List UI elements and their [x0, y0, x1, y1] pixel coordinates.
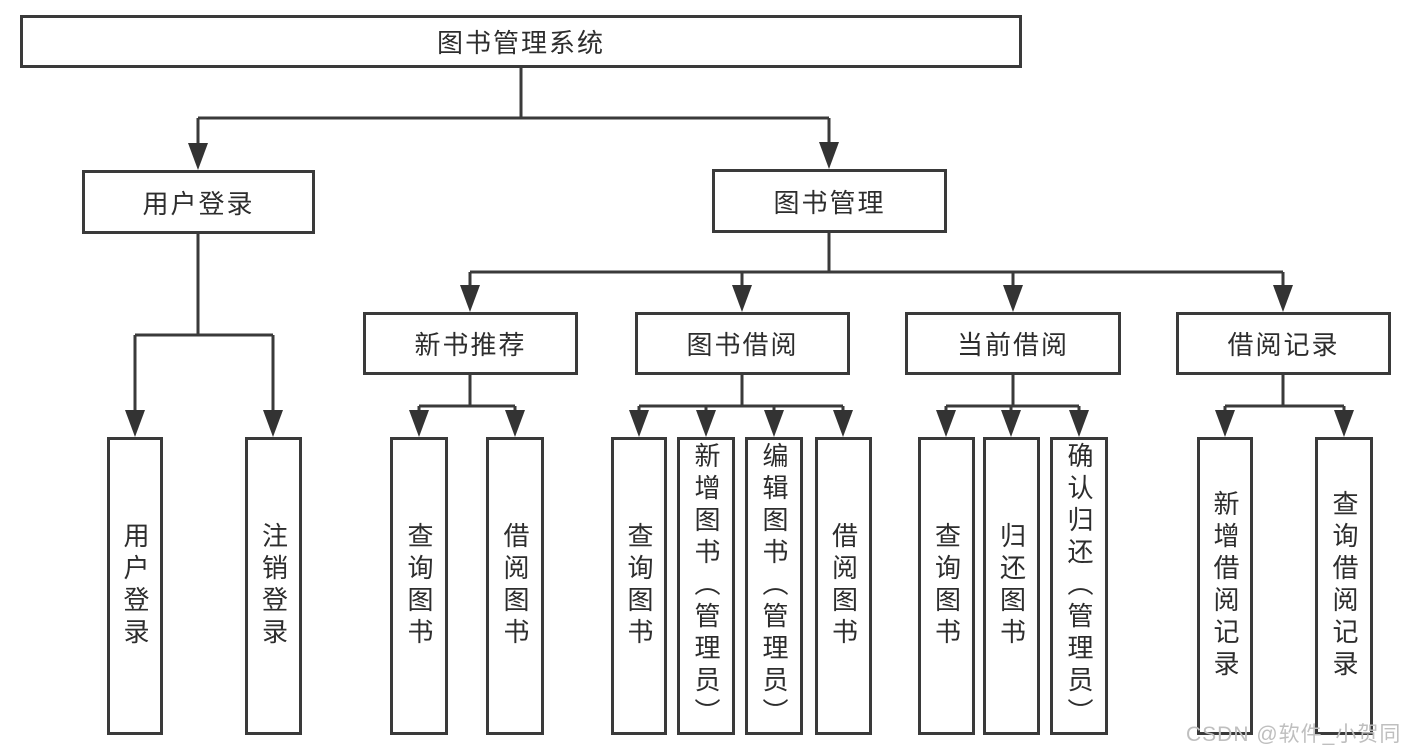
node-current-borrowing: 当前借阅	[905, 312, 1121, 375]
edge-book-borrowing-children	[629, 375, 853, 437]
node-book-borrowing: 图书借阅	[635, 312, 850, 375]
edge-new-book-recommend-children	[409, 375, 525, 437]
leaf-borrow-books-recommend: 借阅图书	[486, 437, 544, 735]
leaf-confirm-return-admin: 确认归还（管理员）	[1050, 437, 1108, 735]
node-borrowing-records: 借阅记录	[1176, 312, 1391, 375]
edge-current-borrowing-children	[936, 375, 1089, 437]
leaf-user-login: 用户登录	[107, 437, 163, 735]
leaf-logout: 注销登录	[245, 437, 302, 735]
leaf-borrow-books-borrowing: 借阅图书	[815, 437, 872, 735]
leaf-edit-book-admin: 编辑图书（管理员）	[745, 437, 803, 735]
edge-book-management-children	[460, 233, 1293, 312]
edge-user-login-children	[125, 234, 283, 437]
node-book-management: 图书管理	[712, 169, 947, 233]
node-new-book-recommend: 新书推荐	[363, 312, 578, 375]
leaf-search-books-recommend: 查询图书	[390, 437, 448, 735]
leaf-search-books-borrowing: 查询图书	[611, 437, 667, 735]
csdn-watermark: CSDN @软件_小贺同学	[1186, 723, 1402, 746]
edge-root-to-level2	[188, 68, 839, 170]
leaf-return-book: 归还图书	[983, 437, 1040, 735]
node-user-login: 用户登录	[82, 170, 315, 234]
leaf-search-borrow-record: 查询借阅记录	[1315, 437, 1373, 735]
node-library-management-system: 图书管理系统	[20, 15, 1022, 68]
leaf-add-borrow-record: 新增借阅记录	[1197, 437, 1253, 735]
leaf-add-book-admin: 新增图书（管理员）	[677, 437, 735, 735]
edge-borrowing-records-children	[1215, 375, 1354, 437]
leaf-search-books-current: 查询图书	[918, 437, 975, 735]
